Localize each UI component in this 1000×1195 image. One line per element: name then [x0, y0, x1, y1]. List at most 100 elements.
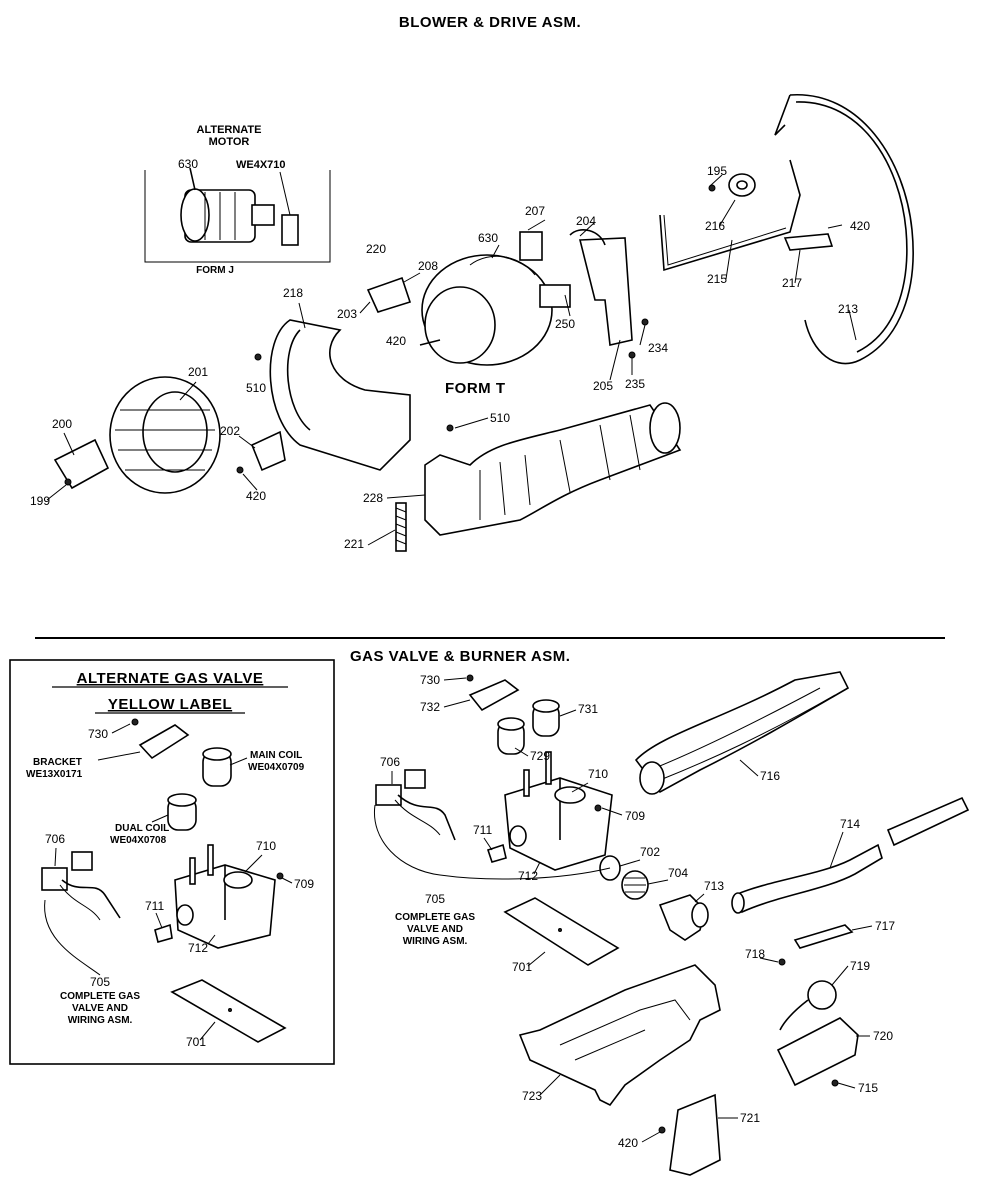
spring-221 — [395, 502, 407, 552]
alt-bracket-drawing — [131, 718, 190, 760]
callout-420c: 420 — [246, 489, 266, 503]
alt-callout-706: 706 — [45, 832, 65, 846]
alt-complete-label-1: COMPLETE GAS — [60, 991, 140, 1002]
alt-callout-711: 711 — [145, 899, 164, 913]
alt-valve-drawing — [154, 844, 284, 949]
sensor-719 — [778, 958, 837, 1031]
callout-217: 217 — [782, 276, 802, 290]
callout-g717: 717 — [875, 919, 895, 933]
idler-pulley-216 — [708, 173, 756, 197]
callout-g715: 715 — [858, 1081, 878, 1095]
alt-motor-form: FORM J — [196, 265, 234, 276]
alternate-gas-valve-inset: ALTERNATE GAS VALVE YELLOW LABEL BRACKET… — [9, 659, 335, 1065]
callout-g713: 713 — [704, 879, 724, 893]
complete-label-2: VALVE AND — [407, 924, 463, 935]
harness-706 — [375, 769, 456, 841]
alt-motor-heading-2: MOTOR — [209, 136, 250, 148]
gas-valve-title: GAS VALVE & BURNER ASM. — [350, 648, 570, 665]
callout-202: 202 — [220, 424, 240, 438]
callout-510b: 510 — [490, 411, 510, 425]
alt-gas-valve-heading-1: ALTERNATE GAS VALVE — [77, 670, 264, 687]
burner-bracket-723 — [518, 964, 721, 1107]
callout-g420: 420 — [618, 1136, 638, 1150]
alt-harness-drawing — [41, 851, 121, 921]
callout-g732: 732 — [420, 700, 440, 714]
burner-tube-714 — [731, 796, 970, 914]
callout-220: 220 — [366, 242, 386, 256]
cover-plate-200 — [53, 438, 110, 490]
alt-wiring-curve — [44, 899, 101, 976]
coil-729 — [497, 717, 525, 755]
idler-arm-215 — [659, 159, 801, 272]
callout-234: 234 — [648, 341, 668, 355]
blower-housing-218 — [254, 319, 411, 471]
callout-250: 250 — [555, 317, 575, 331]
gas-valve-710 — [486, 751, 613, 871]
callout-208: 208 — [418, 259, 438, 273]
orifice-704 — [621, 870, 649, 900]
form-t-label: FORM T — [445, 380, 506, 397]
callout-g730: 730 — [420, 673, 440, 687]
callout-g729: 729 — [530, 749, 550, 763]
callout-510a: 510 — [246, 381, 266, 395]
complete-label-1: COMPLETE GAS — [395, 912, 475, 923]
callout-235: 235 — [625, 377, 645, 391]
callout-630b: 630 — [478, 231, 498, 245]
alt-motor-part-number: WE4X710 — [236, 159, 286, 171]
part-717 — [793, 924, 854, 949]
alt-callout-712: 712 — [188, 941, 208, 955]
exhaust-duct-228 — [424, 402, 682, 536]
alt-dual-coil-drawing — [167, 793, 197, 831]
gas-valve-burner-assembly: COMPLETE GAS VALVE AND WIRING ASM. — [373, 671, 970, 1176]
callout-g711: 711 — [473, 823, 492, 837]
callout-221: 221 — [344, 537, 364, 551]
burner-housing-716 — [634, 671, 850, 795]
callout-207: 207 — [525, 204, 545, 218]
callout-g709: 709 — [625, 809, 645, 823]
alt-dual-coil-label-1: DUAL COIL — [115, 823, 169, 834]
complete-label-3: WIRING ASM. — [403, 936, 468, 947]
alt-main-coil-drawing — [202, 747, 232, 787]
callout-201: 201 — [188, 365, 208, 379]
alt-callout-710: 710 — [256, 839, 276, 853]
callout-g723: 723 — [522, 1089, 542, 1103]
alt-callout-709: 709 — [294, 877, 314, 891]
alt-motor-frame — [144, 170, 331, 263]
callout-g710: 710 — [588, 767, 608, 781]
alt-complete-label-2: VALVE AND — [72, 1003, 128, 1014]
motor-mount-205 — [569, 229, 649, 359]
callout-g714: 714 — [840, 817, 860, 831]
callout-205: 205 — [593, 379, 613, 393]
alt-motor-drawing — [180, 167, 299, 246]
screw-199 — [64, 478, 72, 486]
gas-callouts: 730 732 731 729 706 710 709 711 702 712 … — [380, 673, 895, 1150]
fitting-713 — [658, 894, 709, 941]
callout-228: 228 — [363, 491, 383, 505]
callout-215: 215 — [707, 272, 727, 286]
blower-drive-assembly — [53, 94, 914, 552]
alt-callout-705: 705 — [90, 975, 110, 989]
alt-gas-valve-heading-2: YELLOW LABEL — [108, 696, 232, 713]
bracket-202 — [250, 430, 286, 472]
alt-complete-label-3: WIRING ASM. — [68, 1015, 133, 1026]
callout-420a: 420 — [850, 219, 870, 233]
callout-g701: 701 — [512, 960, 532, 974]
callout-420b: 420 — [386, 334, 406, 348]
alt-main-coil-label-1: MAIN COIL — [250, 750, 302, 761]
callout-200: 200 — [52, 417, 72, 431]
callout-g704: 704 — [668, 866, 688, 880]
callout-g706: 706 — [380, 755, 400, 769]
callout-g731: 731 — [578, 702, 598, 716]
drive-motor-630 — [419, 231, 571, 366]
alt-gas-valve-frame — [9, 659, 335, 1065]
blower-wheel-201 — [109, 376, 221, 494]
alt-plate-drawing — [170, 979, 287, 1043]
callout-213: 213 — [838, 302, 858, 316]
alt-motor-part-label: 630 — [178, 157, 198, 171]
blower-callouts: 195 207 204 216 420 220 208 630 203 420 … — [30, 164, 870, 551]
alt-bracket-label-1: BRACKET — [33, 757, 82, 768]
callout-g712: 712 — [518, 869, 538, 883]
callout-218: 218 — [283, 286, 303, 300]
alt-bracket-label-2: WE13X0171 — [26, 769, 83, 780]
